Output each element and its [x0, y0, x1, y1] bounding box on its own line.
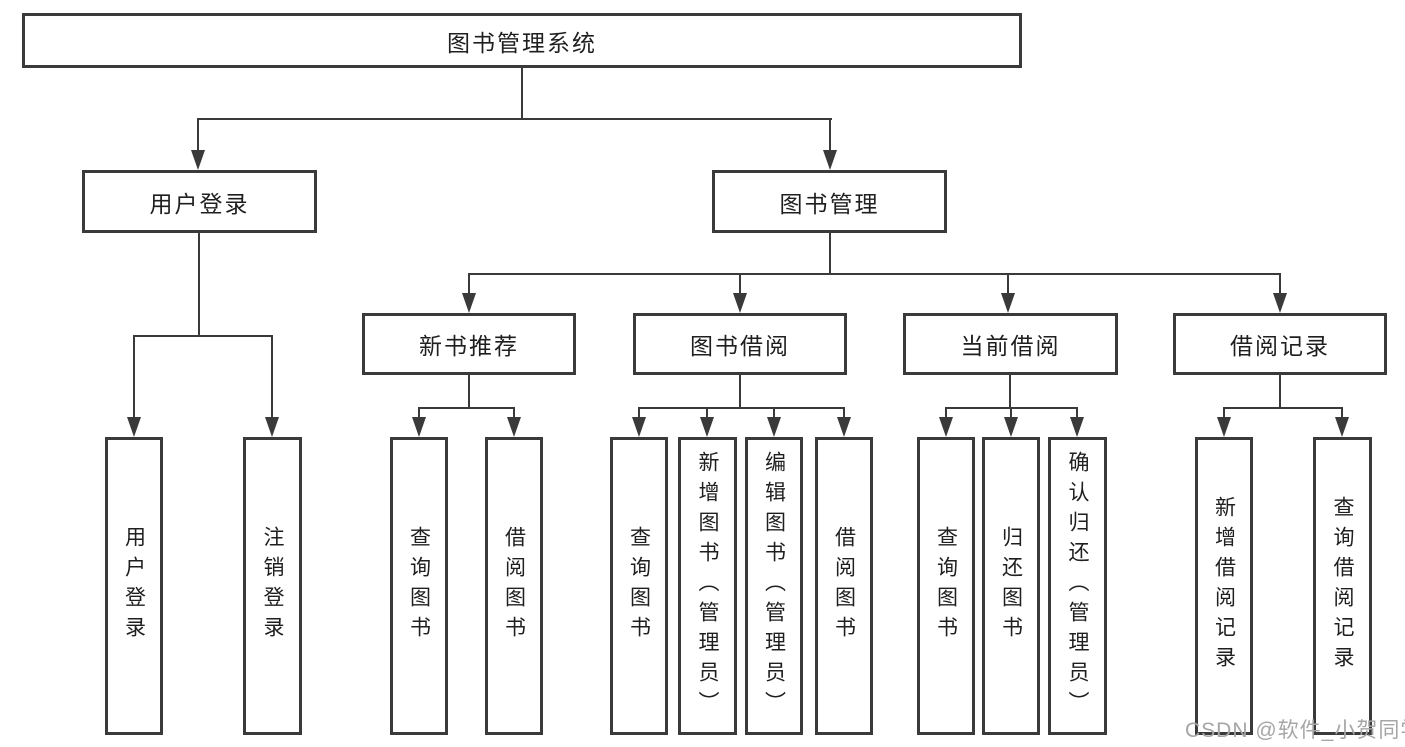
- connector-line: [739, 375, 741, 407]
- connector-line: [197, 118, 832, 120]
- leaf-query-books-recommend: 查询图书: [390, 437, 448, 735]
- arrow-down-icon: [462, 293, 476, 313]
- connector-line: [468, 273, 470, 295]
- arrow-down-icon: [1070, 417, 1084, 437]
- node-book-management-label: 图书管理: [779, 190, 880, 217]
- leaf-query-books-recommend-label: 查询图书: [407, 526, 431, 646]
- connector-line: [271, 335, 273, 419]
- connector-line: [706, 407, 708, 419]
- connector-line: [1009, 375, 1011, 407]
- arrow-down-icon: [837, 417, 851, 437]
- arrow-down-icon: [507, 417, 521, 437]
- leaf-confirm-return-admin: 确认归还（管理员）: [1048, 437, 1107, 735]
- arrow-down-icon: [700, 417, 714, 437]
- leaf-borrow-books-label: 借阅图书: [832, 526, 856, 646]
- arrow-down-icon: [823, 150, 837, 170]
- leaf-edit-books-admin: 编辑图书（管理员）: [745, 437, 803, 735]
- connector-line: [1007, 273, 1009, 295]
- arrow-down-icon: [412, 417, 426, 437]
- node-user-login-label: 用户登录: [149, 190, 250, 217]
- node-current-borrow-label: 当前借阅: [960, 333, 1061, 359]
- arrow-down-icon: [733, 293, 747, 313]
- arrow-down-icon: [1335, 417, 1349, 437]
- leaf-query-borrow-record: 查询借阅记录: [1313, 437, 1372, 735]
- arrow-down-icon: [767, 417, 781, 437]
- leaf-return-books: 归还图书: [982, 437, 1040, 735]
- leaf-borrow-books-recommend: 借阅图书: [485, 437, 543, 735]
- leaf-add-books-admin: 新增图书（管理员）: [678, 437, 737, 735]
- node-user-login: 用户登录: [82, 170, 317, 233]
- leaf-query-books-borrow-label: 查询图书: [627, 526, 651, 646]
- connector-line: [197, 118, 199, 152]
- connector-line: [1341, 407, 1343, 419]
- node-new-book-recommend-label: 新书推荐: [419, 333, 519, 359]
- node-root: 图书管理系统: [22, 13, 1022, 68]
- connector-line: [521, 68, 523, 118]
- leaf-query-books-current: 查询图书: [917, 437, 975, 735]
- connector-line: [198, 233, 200, 335]
- connector-line: [1010, 407, 1012, 419]
- node-new-book-recommend: 新书推荐: [362, 313, 576, 375]
- connector-line: [418, 407, 420, 419]
- connector-line: [468, 375, 470, 407]
- connector-line: [638, 407, 845, 409]
- watermark: CSDN @软件_小贺同学: [1185, 719, 1405, 742]
- leaf-query-books-current-label: 查询图书: [934, 526, 958, 646]
- leaf-query-books-borrow: 查询图书: [610, 437, 668, 735]
- arrow-down-icon: [1004, 417, 1018, 437]
- arrow-down-icon: [1217, 417, 1231, 437]
- connector-line: [829, 233, 831, 273]
- node-borrow-records-label: 借阅记录: [1230, 333, 1330, 359]
- connector-line: [945, 407, 947, 419]
- node-book-management: 图书管理: [712, 170, 947, 233]
- leaf-borrow-books: 借阅图书: [815, 437, 873, 735]
- connector-line: [638, 407, 640, 419]
- connector-line: [468, 273, 1281, 275]
- arrow-down-icon: [1001, 293, 1015, 313]
- leaf-return-books-label: 归还图书: [999, 526, 1023, 646]
- leaf-add-books-admin-label: 新增图书（管理员）: [696, 451, 719, 721]
- leaf-logout-label: 注销登录: [261, 526, 284, 646]
- arrow-down-icon: [191, 150, 205, 170]
- arrow-down-icon: [265, 417, 279, 437]
- connector-line: [1223, 407, 1343, 409]
- connector-line: [1223, 407, 1225, 419]
- connector-line: [418, 407, 515, 409]
- leaf-query-borrow-record-label: 查询借阅记录: [1331, 496, 1354, 676]
- connector-line: [133, 335, 273, 337]
- node-book-borrow-label: 图书借阅: [690, 333, 790, 359]
- connector-line: [1279, 273, 1281, 295]
- leaf-add-borrow-record: 新增借阅记录: [1195, 437, 1253, 735]
- node-current-borrow: 当前借阅: [903, 313, 1118, 375]
- arrow-down-icon: [127, 417, 141, 437]
- leaf-logout: 注销登录: [243, 437, 302, 735]
- connector-line: [829, 118, 831, 152]
- arrow-down-icon: [939, 417, 953, 437]
- node-borrow-records: 借阅记录: [1173, 313, 1387, 375]
- node-root-label: 图书管理系统: [447, 29, 597, 56]
- leaf-edit-books-admin-label: 编辑图书（管理员）: [762, 451, 786, 721]
- arrow-down-icon: [632, 417, 646, 437]
- connector-line: [773, 407, 775, 419]
- leaf-user-login: 用户登录: [105, 437, 163, 735]
- leaf-confirm-return-admin-label: 确认归还（管理员）: [1066, 451, 1089, 721]
- node-book-borrow: 图书借阅: [633, 313, 847, 375]
- connector-line: [739, 273, 741, 295]
- leaf-borrow-books-recommend-label: 借阅图书: [502, 526, 526, 646]
- connector-line: [513, 407, 515, 419]
- connector-line: [843, 407, 845, 419]
- connector-line: [1279, 375, 1281, 407]
- arrow-down-icon: [1273, 293, 1287, 313]
- connector-line: [1076, 407, 1078, 419]
- connector-line: [133, 335, 135, 419]
- leaf-user-login-label: 用户登录: [122, 526, 146, 646]
- leaf-add-borrow-record-label: 新增借阅记录: [1212, 496, 1236, 676]
